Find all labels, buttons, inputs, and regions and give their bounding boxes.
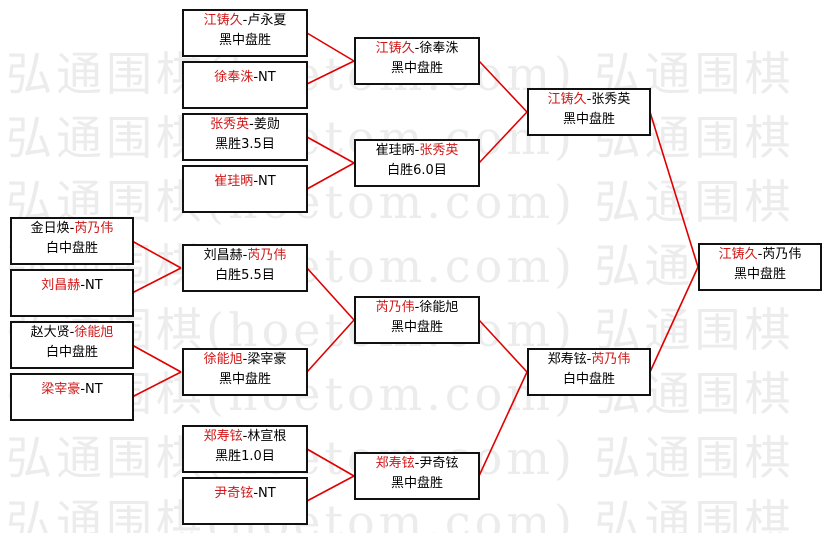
match-box[interactable]: 刘昌赫-芮乃伟 白胜5.5目 [182, 244, 308, 292]
match-box[interactable]: 刘昌赫-NT [10, 269, 134, 317]
winner-name: 梁宰豪 [41, 382, 81, 397]
winner-name: 芮乃伟 [591, 352, 631, 367]
winner-name: 芮乃伟 [375, 300, 415, 315]
connector [478, 371, 528, 477]
match-result: 白中盘胜 [45, 241, 98, 256]
winner-name: 江铸久 [375, 41, 415, 56]
winner-name: 江铸久 [203, 13, 243, 28]
connector [649, 266, 699, 373]
player-name: 卢永夏 [247, 13, 287, 28]
match-result: 白胜5.5目 [215, 268, 275, 283]
match-box[interactable]: 崔珪昞-张秀英 白胜6.0目 [354, 139, 480, 187]
connector [306, 162, 355, 190]
player-name: NT [85, 278, 103, 293]
match-result: 黑中盘胜 [390, 320, 443, 335]
connector [306, 319, 355, 373]
match-box-final[interactable]: 江铸久-芮乃伟 黑中盘胜 [698, 243, 822, 291]
winner-name: 刘昌赫 [41, 278, 81, 293]
connector [306, 60, 355, 85]
connector [478, 319, 528, 373]
player-name: 徐能旭 [419, 300, 459, 315]
match-result: 白胜6.0目 [387, 163, 447, 178]
match-box[interactable]: 金日焕-芮乃伟 白中盘胜 [10, 217, 134, 265]
player-name: NT [258, 174, 276, 189]
connector [306, 32, 355, 62]
match-result: 黑中盘胜 [733, 267, 786, 282]
match-box[interactable]: 崔珪昞-NT [182, 165, 308, 213]
connector [131, 240, 182, 269]
player-name: 姜勋 [253, 117, 280, 132]
match-result: 黑胜1.0目 [215, 449, 275, 464]
connector [306, 475, 355, 502]
player-name: 芮乃伟 [762, 247, 802, 262]
match-box[interactable]: 芮乃伟-徐能旭 黑中盘胜 [354, 296, 480, 344]
connector [131, 371, 182, 398]
match-box[interactable]: 张秀英-姜勋 黑胜3.5目 [182, 113, 308, 161]
player-name: 徐奉洙 [419, 41, 459, 56]
winner-name: 张秀英 [210, 117, 250, 132]
match-box[interactable]: 梁宰豪-NT [10, 373, 134, 421]
match-result: 白中盘胜 [45, 345, 98, 360]
match-box[interactable]: 赵大贤-徐能旭 白中盘胜 [10, 321, 134, 369]
player-name: 林宣根 [247, 429, 287, 444]
match-box[interactable]: 徐奉洙-NT [182, 61, 308, 109]
connector [478, 111, 528, 164]
winner-name: 尹奇铉 [214, 486, 254, 501]
connector [306, 448, 355, 477]
connector [306, 267, 355, 321]
match-result: 黑中盘胜 [218, 372, 271, 387]
match-box[interactable]: 郑寿铉-尹奇铉 黑中盘胜 [354, 452, 480, 500]
player-name: 崔珪昞 [375, 143, 415, 158]
player-name: NT [258, 486, 276, 501]
match-box[interactable]: 江铸久-张秀英 黑中盘胜 [527, 88, 651, 136]
connector [131, 267, 182, 294]
player-name: 张秀英 [591, 92, 631, 107]
match-box[interactable]: 尹奇铉-NT [182, 477, 308, 525]
winner-name: 徐能旭 [74, 325, 114, 340]
winner-name: 芮乃伟 [247, 248, 287, 263]
winner-name: 郑寿铉 [375, 456, 415, 471]
match-result: 黑胜3.5目 [215, 137, 275, 152]
winner-name: 徐能旭 [203, 352, 243, 367]
match-box[interactable]: 江铸久-徐奉洙 黑中盘胜 [354, 37, 480, 85]
player-name: 刘昌赫 [203, 248, 243, 263]
winner-name: 张秀英 [419, 143, 459, 158]
match-result: 黑中盘胜 [390, 61, 443, 76]
connector [131, 344, 182, 373]
match-box[interactable]: 郑寿铉-芮乃伟 白中盘胜 [527, 348, 651, 396]
winner-name: 芮乃伟 [74, 221, 114, 236]
winner-name: 江铸久 [547, 92, 587, 107]
player-name: 尹奇铉 [419, 456, 459, 471]
match-result: 黑中盘胜 [562, 112, 615, 127]
match-result: 黑中盘胜 [218, 33, 271, 48]
winner-name: 江铸久 [718, 247, 758, 262]
match-box[interactable]: 郑寿铉-林宣根 黑胜1.0目 [182, 425, 308, 473]
winner-name: 崔珪昞 [214, 174, 254, 189]
player-name: 赵大贤 [30, 325, 70, 340]
match-box[interactable]: 徐能旭-梁宰豪 黑中盘胜 [182, 348, 308, 396]
player-name: NT [85, 382, 103, 397]
connector [649, 111, 699, 268]
winner-name: 郑寿铉 [203, 429, 243, 444]
match-result: 白中盘胜 [562, 372, 615, 387]
player-name: 金日焕 [30, 221, 70, 236]
player-name: 梁宰豪 [247, 352, 287, 367]
winner-name: 徐奉洙 [214, 70, 254, 85]
player-name: 郑寿铉 [547, 352, 587, 367]
connector [306, 136, 355, 164]
match-result: 黑中盘胜 [390, 476, 443, 491]
connector [478, 60, 528, 113]
match-box[interactable]: 江铸久-卢永夏 黑中盘胜 [182, 9, 308, 57]
player-name: NT [258, 70, 276, 85]
